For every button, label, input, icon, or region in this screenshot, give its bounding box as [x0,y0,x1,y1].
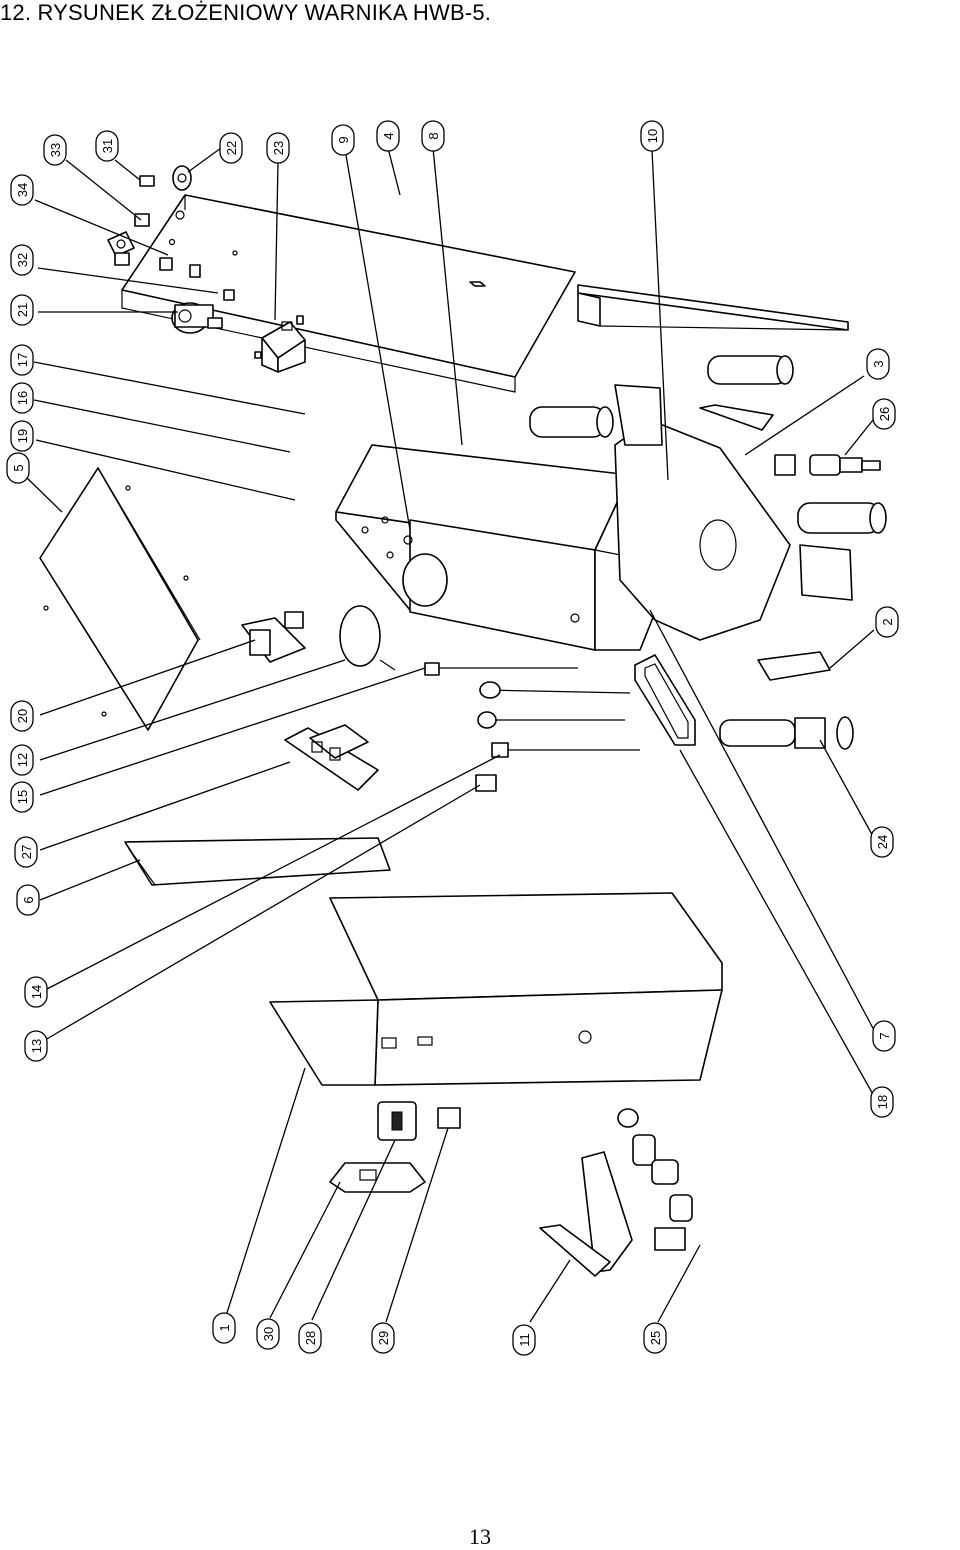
label-2: 2 [875,606,899,638]
svg-text:22: 22 [224,141,239,155]
svg-text:30: 30 [261,1327,276,1341]
part-top-cover [39,467,201,731]
label-13: 13 [24,1030,48,1062]
label-12: 12 [10,744,34,776]
label-20: 20 [10,700,34,732]
svg-text:3: 3 [871,360,886,367]
label-25: 25 [643,1322,667,1354]
svg-text:27: 27 [19,845,34,859]
svg-text:19: 19 [15,429,30,443]
svg-text:6: 6 [21,896,36,903]
svg-text:5: 5 [11,464,26,471]
part-baffle-plate [614,384,791,641]
svg-text:1: 1 [217,1324,232,1331]
svg-text:26: 26 [877,407,892,421]
label-32: 32 [10,244,34,276]
part-flue-cylinders [529,355,887,750]
svg-text:32: 32 [15,253,30,267]
part-valve-26 [774,454,881,476]
part-duct [539,1151,633,1277]
part-front-casing [269,892,723,1086]
part-channel-2 [757,544,853,681]
svg-text:11: 11 [517,1333,532,1347]
part-loop [634,654,696,746]
label-1: 1 [212,1312,236,1344]
part-probes [424,662,640,792]
label-27: 27 [14,836,38,868]
part-ignition-module [261,321,306,373]
label-9: 9 [331,124,355,156]
label-10: 10 [640,120,664,152]
svg-text:28: 28 [303,1331,318,1345]
part-burner-disc [339,605,396,671]
label-19: 19 [10,420,34,452]
label-23: 23 [266,132,290,164]
label-5: 5 [6,452,30,484]
svg-text:17: 17 [15,353,30,367]
part-water-fittings [617,1108,693,1251]
label-18: 18 [870,1086,894,1118]
svg-text:23: 23 [271,141,286,155]
label-17: 17 [10,344,34,376]
leader-lines [25,147,876,1323]
svg-text:15: 15 [15,790,30,804]
label-24: 24 [870,826,894,858]
part-control-board [284,724,379,791]
svg-text:7: 7 [877,1032,892,1039]
label-16: 16 [10,382,34,414]
svg-text:34: 34 [15,183,30,197]
svg-text:18: 18 [875,1095,890,1109]
part-rail-6 [124,837,391,886]
label-4: 4 [376,120,400,152]
svg-text:20: 20 [15,709,30,723]
svg-text:31: 31 [100,139,115,153]
svg-text:12: 12 [15,753,30,767]
label-30: 30 [256,1318,280,1350]
label-31: 31 [95,130,119,162]
label-6: 6 [16,884,40,916]
label-28: 28 [298,1322,322,1354]
part-rail-top [577,284,849,331]
svg-text:10: 10 [645,129,660,143]
svg-text:29: 29 [376,1331,391,1345]
label-21: 21 [10,294,34,326]
label-34: 34 [10,174,34,206]
page-number: 13 [469,1524,491,1549]
label-11: 11 [512,1324,536,1356]
part-side-panel-top [121,194,576,393]
svg-text:16: 16 [15,391,30,405]
label-22: 22 [219,132,243,164]
svg-text:21: 21 [15,303,30,317]
svg-text:25: 25 [648,1331,663,1345]
svg-text:33: 33 [48,143,63,157]
svg-text:9: 9 [336,136,351,143]
svg-text:8: 8 [426,132,441,139]
svg-text:24: 24 [875,835,890,849]
label-3: 3 [866,348,890,380]
page-title: 12. RYSUNEK ZŁOŻENIOWY WARNIKA HWB-5. [0,0,492,25]
label-29: 29 [371,1322,395,1354]
label-7: 7 [872,1020,896,1052]
label-26: 26 [872,398,896,430]
svg-text:13: 13 [29,1039,44,1053]
part-gas-valve [171,302,223,334]
svg-text:4: 4 [381,132,396,139]
label-15: 15 [10,781,34,813]
label-33: 33 [43,134,67,166]
svg-text:14: 14 [29,985,44,999]
part-switches [329,1101,461,1193]
label-14: 14 [24,976,48,1008]
label-8: 8 [421,120,445,152]
part-burner-bracket [241,611,306,663]
svg-text:2: 2 [880,618,895,625]
